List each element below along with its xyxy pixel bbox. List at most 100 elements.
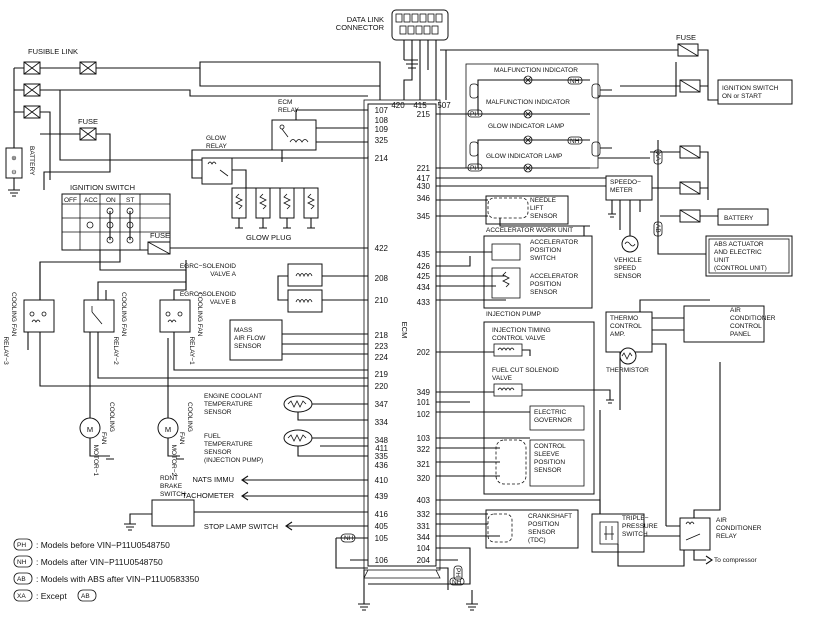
mil1-label: MALFUNCTION INDICATOR: [494, 67, 578, 74]
cf-motor1-label: COOLINGFANMOTOR−1: [92, 402, 115, 477]
ecm-pin-220: 220: [375, 382, 389, 391]
fuse-right-label: FUSE: [676, 33, 696, 42]
to-compressor-label: To compressor: [714, 557, 757, 564]
ecm-pin-415: 415: [413, 101, 427, 110]
fusible-link-block: FUSIBLE LINK FUSE ⊕ ⊖ BATTERY: [5, 47, 381, 197]
ecm-pin-106: 106: [375, 556, 389, 565]
legend-tag-nh: NH: [17, 559, 27, 566]
ecm-pin-347: 347: [375, 400, 389, 409]
ecm-pin-102: 102: [417, 410, 431, 419]
ecm-pin-208: 208: [375, 274, 389, 283]
accel-unit-label: ACCELERATOR WORK UNIT: [486, 227, 573, 234]
ecm-pin-103: 103: [417, 434, 431, 443]
ecm-pin-215: 215: [417, 110, 431, 119]
ignition-switch-label: IGNITION SWITCH: [70, 183, 135, 192]
ecm-pin-109: 109: [375, 125, 389, 134]
ecm-pin-325: 325: [375, 136, 389, 145]
ecm-pin-433: 433: [417, 298, 431, 307]
legend-text-ab: : Models with ABS after VIN−P11U0583350: [36, 574, 199, 584]
glow-plugs: GLOW PLUG: [231, 187, 319, 242]
ecm-pin-218: 218: [375, 331, 389, 340]
legend-tag-ph: PH: [17, 542, 26, 549]
ecm-pin-344: 344: [417, 533, 431, 542]
ign-col-off: OFF: [64, 197, 77, 204]
tag-ph-2: PH: [470, 165, 479, 172]
ecm-pin-223: 223: [375, 342, 389, 351]
ign-col-st: ST: [126, 197, 134, 204]
tag-nh-1: NH: [570, 78, 580, 85]
ecm-pin-416: 416: [375, 510, 389, 519]
ecm-pin-321: 321: [417, 460, 431, 469]
ecm-pin-224: 224: [375, 353, 389, 362]
legend-tag-xa: XA: [17, 593, 26, 600]
ecm-pin-346: 346: [417, 194, 431, 203]
tach-label: TACHOMETER: [182, 491, 235, 500]
legend-text-xa: : Except: [36, 591, 67, 601]
ecm-right-pins: 2152214174303463454354264254344332023491…: [417, 110, 431, 565]
ecm-pin-410: 410: [375, 476, 389, 485]
ecm-pin-219: 219: [375, 370, 389, 379]
ign-col-on: ON: [106, 197, 116, 204]
ecm-pin-426: 426: [417, 262, 431, 271]
ecm-pin-335: 335: [375, 452, 389, 461]
indicator-lamps: MALFUNCTION INDICATOR MALFUNCTION INDICA…: [436, 62, 677, 173]
ecm-pin-108: 108: [375, 116, 389, 125]
tag-xa-1: XA: [654, 152, 661, 161]
ecm-pin-204: 204: [417, 556, 431, 565]
cooling-fan-motors: M COOLINGFANMOTOR−1 M COOLINGFANMOTOR−2: [79, 338, 193, 477]
tag-ab-1: AB: [654, 224, 661, 233]
ecm-pin-405: 405: [375, 522, 389, 531]
ecm-unit: ECM 107108109325214422208210218223224219…: [363, 99, 451, 579]
ecm-pin-436: 436: [375, 461, 389, 470]
battery-right-label: BATTERY: [724, 215, 754, 222]
ecm-pin-331: 331: [417, 522, 431, 531]
thermistor-label: THERMISTOR: [606, 367, 649, 374]
ecm-pin-210: 210: [375, 296, 389, 305]
ecm-pin-214: 214: [375, 154, 389, 163]
cf-relay3-label: COOLING FANRELAY−3: [2, 292, 17, 365]
fuse-mid-label: FUSE: [150, 231, 170, 240]
ecm-pin-430: 430: [417, 182, 431, 191]
motor2-icon: M: [165, 425, 171, 434]
ecm-pin-221: 221: [417, 164, 431, 173]
legend-text-ph: : Models before VIN−P11U0548750: [36, 540, 170, 550]
ecm-pin-101: 101: [417, 398, 431, 407]
nats-label: NATS IMMU: [192, 475, 234, 484]
ecm-pin-322: 322: [417, 445, 431, 454]
ecm-pin-439: 439: [375, 492, 389, 501]
tag-nh-bottom: NH: [452, 579, 462, 586]
ecm-pin-332: 332: [417, 510, 431, 519]
ecm-label: ECM: [400, 322, 409, 339]
ecm-pin-417: 417: [417, 174, 431, 183]
cf-relay2-label: COOLING FANRELAY−2: [112, 292, 127, 365]
